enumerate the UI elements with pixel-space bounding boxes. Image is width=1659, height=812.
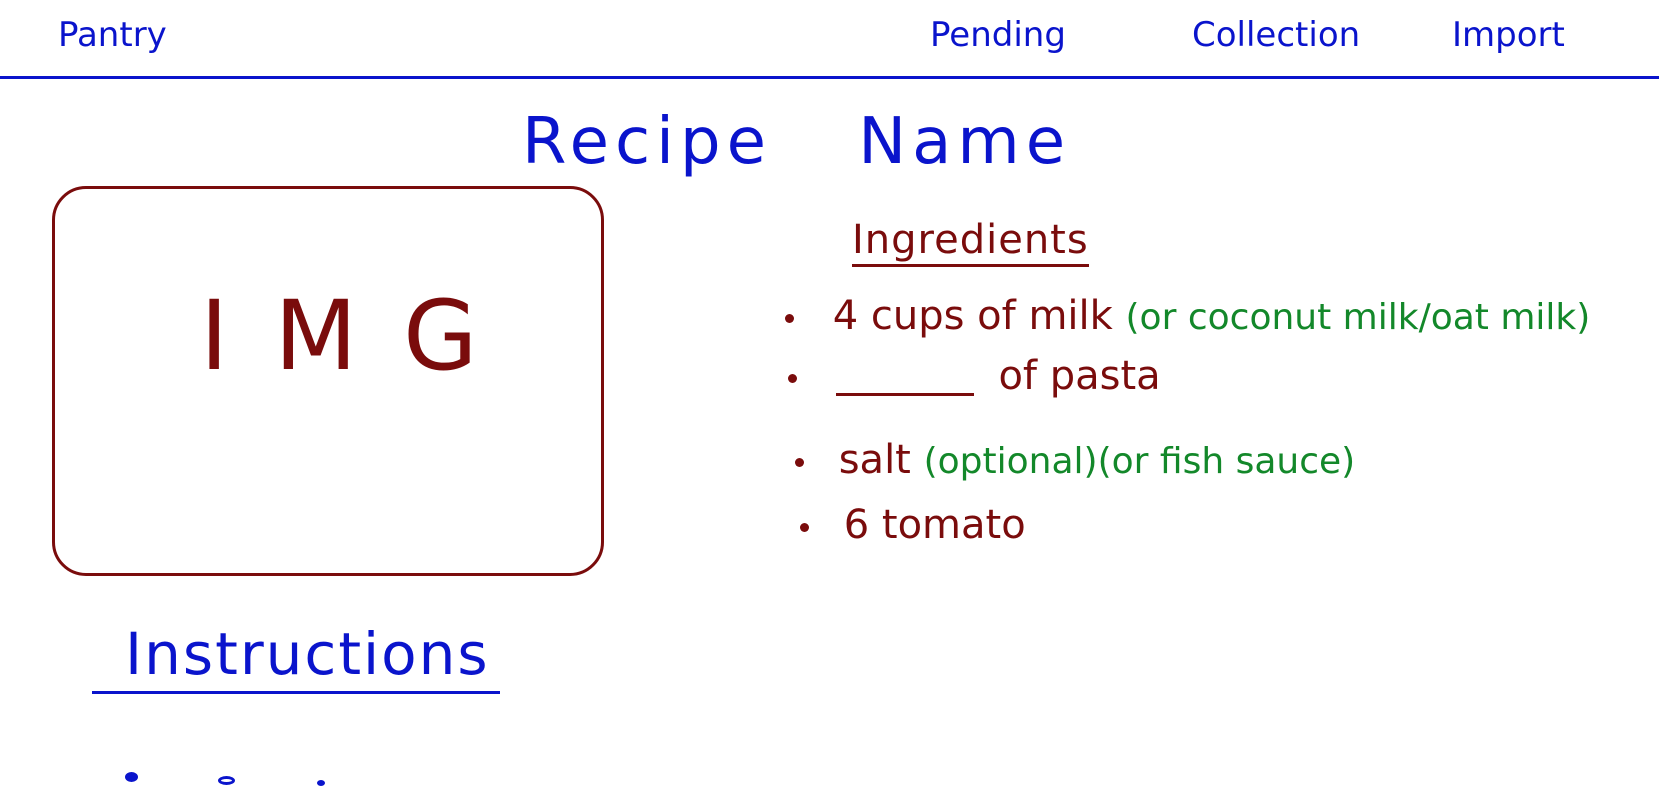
ingredient-note: (optional)(or fish sauce) (923, 441, 1356, 482)
ingredient-text: 6 tomato (843, 502, 1026, 548)
ingredient-item: of pasta (788, 356, 1161, 396)
nav-import[interactable]: Import (1452, 15, 1565, 55)
ingredient-item: 6 tomato (800, 505, 1026, 545)
ingredient-text: 4 cups of milk (832, 293, 1113, 339)
ellipsis-dot (218, 776, 235, 785)
nav-pantry[interactable]: Pantry (58, 15, 167, 55)
nav-collection[interactable]: Collection (1192, 15, 1361, 55)
quantity-blank (835, 359, 974, 396)
ellipsis-dot (125, 772, 138, 782)
ellipsis-dot (317, 780, 325, 786)
ingredients-heading: Ingredients (852, 220, 1089, 267)
instructions-heading: Instructions (125, 620, 490, 688)
bullet-icon (788, 373, 797, 383)
ingredient-text: of pasta (998, 353, 1161, 399)
ingredient-item: salt (optional)(or fish sauce) (795, 440, 1355, 480)
ingredient-text: salt (838, 437, 911, 483)
bullet-icon (795, 457, 804, 467)
nav-pending[interactable]: Pending (930, 15, 1066, 55)
ingredient-note: (or coconut milk/oat milk) (1125, 297, 1591, 338)
instructions-underline (92, 691, 500, 694)
recipe-image-label: IMG (200, 280, 524, 392)
nav-divider (0, 76, 1659, 79)
recipe-title: Recipe Name (522, 105, 1072, 179)
bullet-icon (785, 313, 794, 323)
ingredient-item: 4 cups of milk (or coconut milk/oat milk… (785, 296, 1590, 336)
bullet-icon (800, 522, 809, 532)
recipe-image-placeholder (52, 186, 604, 576)
